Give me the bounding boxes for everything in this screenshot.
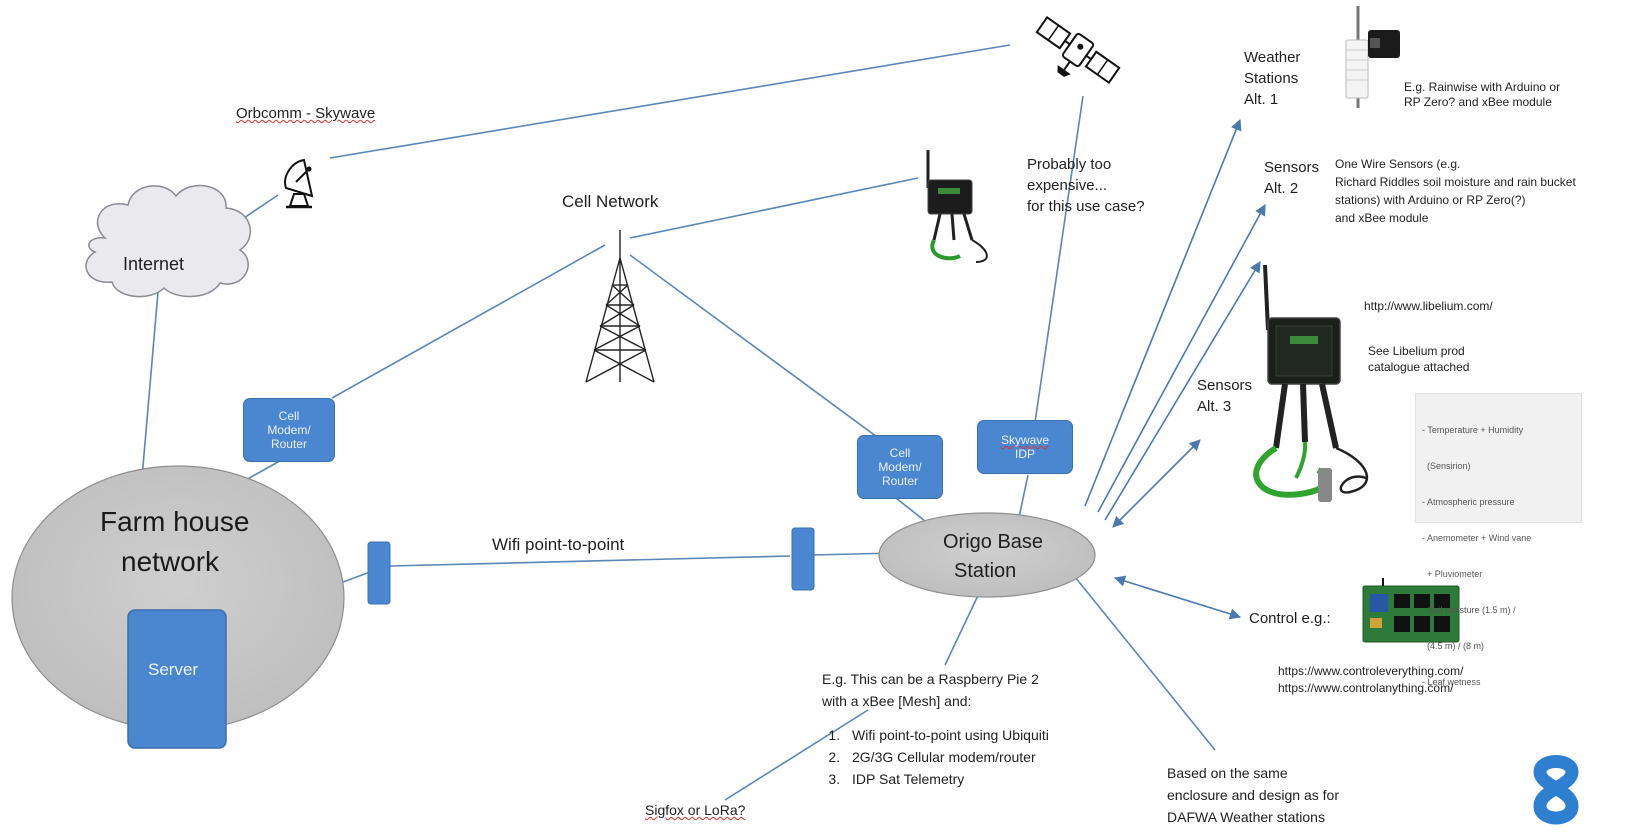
link-skywave-origo <box>1017 474 1029 523</box>
dafwa-note: Based on the same enclosure and design a… <box>1167 765 1339 825</box>
origo-logo-icon <box>1533 755 1579 825</box>
weather-stations-label: Weather Stations Alt. 1 <box>1244 49 1301 108</box>
libelium-feature-card <box>1415 393 1582 523</box>
arrow-sensors3 <box>1112 439 1201 528</box>
link-tower-libelium <box>629 177 919 239</box>
internet-label: Internet <box>123 254 185 274</box>
satellite-icon <box>1035 15 1121 85</box>
wifi-antenna-right <box>791 527 815 591</box>
control-board-icon <box>1362 578 1460 643</box>
sensors-alt2-label: Sensors Alt. 2 <box>1264 159 1320 197</box>
libelium-catalogue-note: See Libelium prod catalogue attached <box>1368 344 1470 374</box>
arrow-weather <box>1084 118 1242 507</box>
server-label: Server <box>148 660 199 679</box>
libelium-url[interactable]: http://www.libelium.com/ <box>1364 299 1493 313</box>
control-urls[interactable]: https://www.controleverything.com/ https… <box>1278 664 1464 695</box>
wifi-antenna-left <box>367 541 391 605</box>
too-expensive-note: Probably too expensive... for this use c… <box>1027 156 1145 215</box>
libelium-small-device-icon <box>926 150 988 263</box>
arrow-sensors2 <box>1097 204 1266 513</box>
farm-house-label-2: network <box>121 546 220 577</box>
cell-network-label: Cell Network <box>562 192 659 211</box>
sensors-alt2-desc: One Wire Sensors (e.g. Richard Riddles s… <box>1335 157 1576 225</box>
cell-tower-icon <box>585 230 655 383</box>
origo-label-2: Station <box>954 560 1017 582</box>
link-wifi-p2p <box>389 555 791 567</box>
origo-label-1: Origo Base <box>943 531 1044 553</box>
rpi-note: E.g. This can be a Raspberry Pie 2 with … <box>822 668 1049 790</box>
wifi-p2p-label: Wifi point-to-point <box>492 535 625 554</box>
rpi-list-item: IDP Sat Telemetry <box>844 768 1049 790</box>
control-label: Control e.g.: <box>1249 610 1331 627</box>
satellite-dish-icon <box>284 158 314 209</box>
sigfox-label: Sigfox or LoRa? <box>645 802 746 818</box>
link-satellite-skywave <box>1027 95 1084 471</box>
link-tower-modem <box>629 254 893 449</box>
libelium-device-icon <box>1253 264 1369 502</box>
orbcomm-label: Orbcomm - Skywave <box>236 105 376 122</box>
arrow-control <box>1113 575 1242 620</box>
rpi-list-item: Wifi point-to-point using Ubiquiti <box>844 724 1049 746</box>
origo-ellipse <box>878 512 1096 598</box>
server-box <box>127 609 227 749</box>
link-origo-dafwa <box>1074 576 1216 751</box>
sensors-alt3-label: Sensors Alt. 3 <box>1197 377 1253 415</box>
link-modem-tower <box>331 244 606 399</box>
weather-stations-desc: E.g. Rainwise with Arduino or RP Zero? a… <box>1404 80 1561 109</box>
link-internet-farmhouse <box>141 291 159 479</box>
link-sigfox-rpi <box>724 709 869 801</box>
link-origo-rpi <box>944 584 984 666</box>
link-dish-satellite <box>329 44 1011 159</box>
weather-station-icon <box>1345 6 1400 108</box>
rpi-list-item: 2G/3G Cellular modem/router <box>844 746 1049 768</box>
internet-cloud <box>85 184 251 298</box>
farm-house-label-1: Farm house <box>100 506 250 537</box>
libelium-feature-list: - Temperature + Humidity (Sensirion) - A… <box>1422 425 1532 687</box>
